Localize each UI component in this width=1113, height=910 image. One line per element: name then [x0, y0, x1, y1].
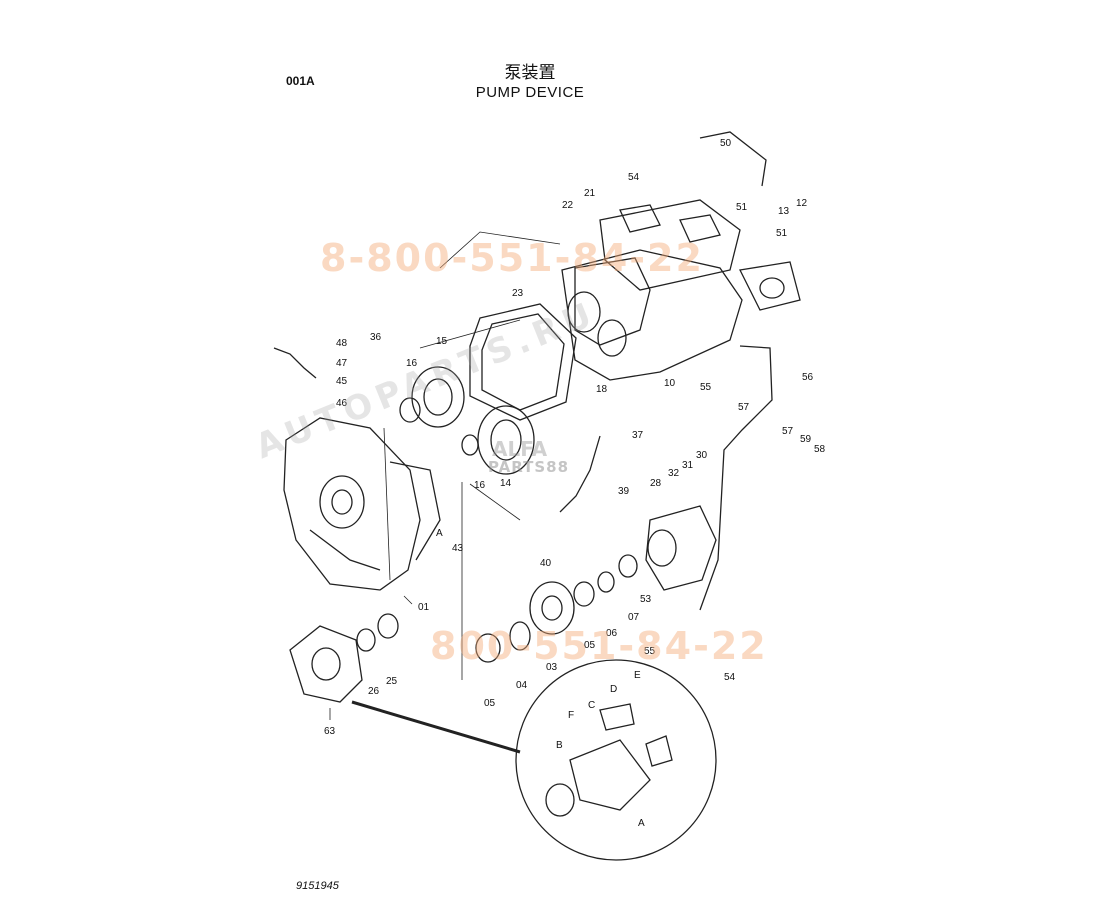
- detail-view: [351, 659, 717, 861]
- callout-12: 12: [796, 198, 808, 209]
- callout-32: 32: [668, 468, 680, 479]
- callout-37: 37: [632, 430, 644, 441]
- callout-13: 13: [778, 206, 790, 217]
- callout-48: 48: [336, 338, 348, 349]
- callout-54: 54: [628, 172, 640, 183]
- callout-57: 57: [738, 402, 750, 413]
- document-number: 9151945: [296, 880, 339, 892]
- callout-45: 45: [336, 376, 348, 387]
- watermark-brand: ALFA: [492, 437, 548, 461]
- callout-15: 15: [436, 336, 448, 347]
- watermark-brand-sub: PARTS88: [488, 458, 570, 476]
- callout-63: 63: [324, 726, 336, 737]
- callout-06: 06: [606, 628, 618, 639]
- detail-label-a: A: [638, 818, 645, 829]
- detail-label-b: B: [556, 740, 563, 751]
- gears-upper: [399, 366, 535, 475]
- detail-label-f: F: [568, 710, 574, 721]
- callout-55: 55: [700, 382, 712, 393]
- gasket: [469, 303, 577, 421]
- callout-36: 36: [370, 332, 382, 343]
- callout-16: 16: [474, 480, 486, 491]
- leader-lines: [329, 231, 561, 720]
- callout-40: 40: [540, 558, 552, 569]
- callout-28: 28: [650, 478, 662, 489]
- callout-10: 10: [664, 378, 676, 389]
- callout-23: 23: [512, 288, 524, 299]
- reference-mark: A: [436, 528, 443, 539]
- callout-43: 43: [452, 543, 464, 554]
- detail-label-e: E: [634, 670, 641, 681]
- title-chinese: 泵装置: [504, 63, 556, 83]
- main-housing: [283, 417, 441, 591]
- watermark-phone-top: 8-800-551-84-22: [320, 236, 704, 280]
- watermark-phone-bottom: 800-551-84-22: [430, 624, 768, 668]
- callout-07: 07: [628, 612, 640, 623]
- callout-46: 46: [336, 398, 348, 409]
- callout-03: 03: [546, 662, 558, 673]
- callout-47: 47: [336, 358, 348, 369]
- pump-body: [561, 199, 801, 381]
- callout-21: 21: [584, 188, 596, 199]
- callout-39: 39: [618, 486, 630, 497]
- callout-51: 51: [736, 202, 748, 213]
- callout-04: 04: [516, 680, 528, 691]
- callout-51: 51: [776, 228, 788, 239]
- callout-01: 01: [418, 602, 430, 613]
- callout-50: 50: [720, 138, 732, 149]
- callout-05: 05: [484, 698, 496, 709]
- callout-58: 58: [814, 444, 826, 455]
- callout-57: 57: [782, 426, 794, 437]
- detail-label-d: D: [610, 684, 617, 695]
- callout-54: 54: [724, 672, 736, 683]
- callout-53: 53: [640, 594, 652, 605]
- callout-14: 14: [500, 478, 512, 489]
- diagram-code: 001A: [286, 74, 315, 88]
- callout-55: 55: [644, 646, 656, 657]
- callout-56: 56: [802, 372, 814, 383]
- coupling: [289, 613, 399, 703]
- callout-16: 16: [406, 358, 418, 369]
- title-english: PUMP DEVICE: [475, 84, 585, 101]
- gears-lower: [475, 554, 638, 663]
- callout-59: 59: [800, 434, 812, 445]
- callout-31: 31: [682, 460, 694, 471]
- callout-22: 22: [562, 200, 574, 211]
- pipes: [273, 131, 773, 611]
- callout-25: 25: [386, 676, 398, 687]
- callout-26: 26: [368, 686, 380, 697]
- callout-05: 05: [584, 640, 596, 651]
- callout-30: 30: [696, 450, 708, 461]
- detail-label-c: C: [588, 700, 595, 711]
- callout-labels: 01 03 04 05 05 06 07 10 12 13 14 15 16 16 18 21 22 23 25 26…: [324, 138, 826, 829]
- callout-18: 18: [596, 384, 608, 395]
- gear-pump: [645, 505, 717, 591]
